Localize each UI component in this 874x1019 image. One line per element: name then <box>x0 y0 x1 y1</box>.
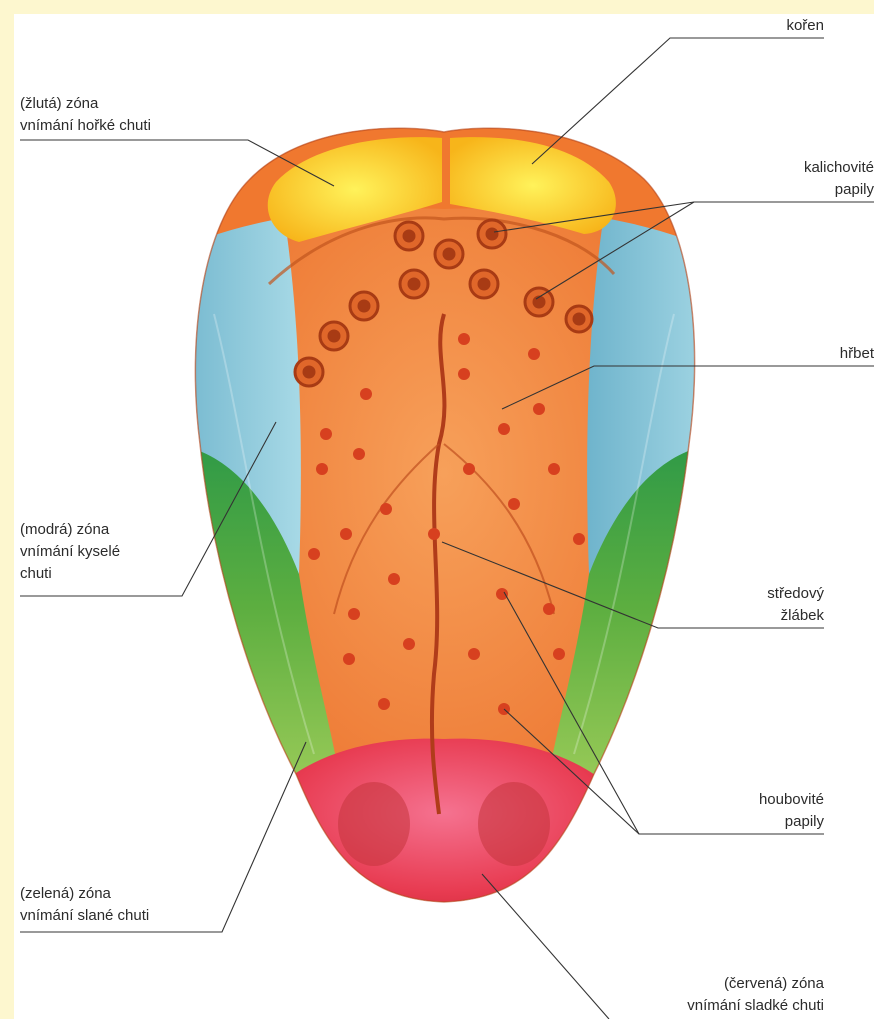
label-modra-line3: chuti <box>20 565 52 582</box>
label-zluta-line2: vnímání hořké chuti <box>20 117 151 134</box>
label-cervena-line2: vnímání sladké chuti <box>687 997 824 1014</box>
label-modra-line2: vnímání kyselé <box>20 543 120 560</box>
tongue-diagram: kořen kalichovité papily hřbet středový … <box>14 14 874 1019</box>
label-modra-line1: (modrá) zóna <box>20 521 110 538</box>
label-cervena-line1: (červená) zóna <box>724 975 825 992</box>
leader-cervena <box>482 874 609 1019</box>
label-zelena-line2: vnímání slané chuti <box>20 907 149 924</box>
label-zluta-line1: (žlutá) zóna <box>20 95 99 112</box>
label-stredovy-line2: žlábek <box>781 607 825 624</box>
leader-zelena <box>20 742 306 932</box>
label-kalichovite-line2: papily <box>835 181 874 198</box>
label-houbovite-line2: papily <box>785 813 825 830</box>
label-stredovy-line1: středový <box>767 585 824 602</box>
label-kalichovite-line1: kalichovité <box>804 159 874 176</box>
diagram-canvas: kořen kalichovité papily hřbet středový … <box>14 14 874 1019</box>
label-hrbet: hřbet <box>840 345 874 362</box>
label-zelena-line1: (zelená) zóna <box>20 885 112 902</box>
tongue <box>164 104 724 924</box>
label-houbovite-line1: houbovité <box>759 791 824 808</box>
label-koren: kořen <box>786 17 824 34</box>
sweet-zone <box>254 739 634 924</box>
